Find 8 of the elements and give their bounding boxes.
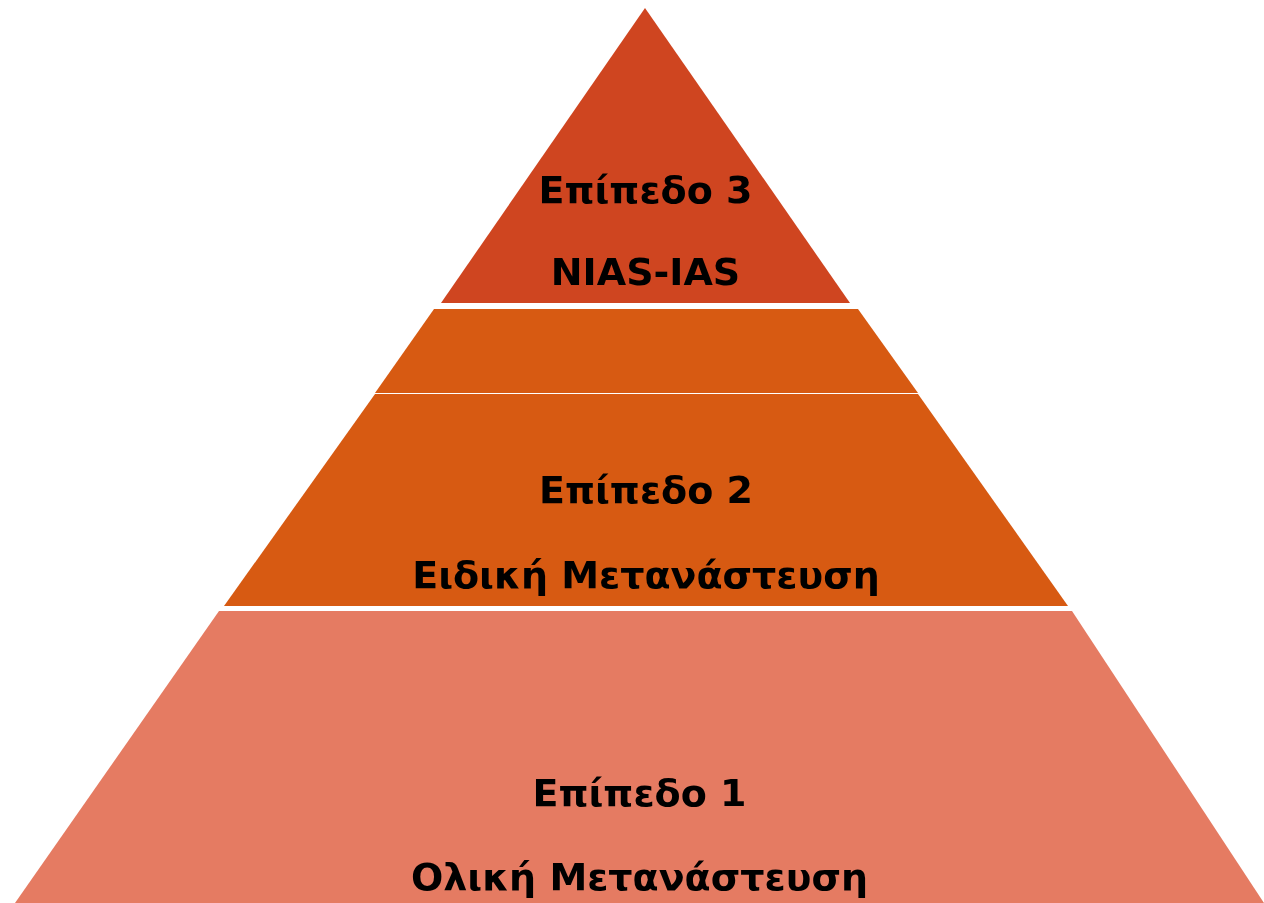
level-number: Επίπεδο 2 [539,467,753,514]
pyramid-level [15,611,1264,903]
level-name: Ολική Μετανάστευση [410,854,869,901]
level-number: Επίπεδο 1 [532,770,747,817]
level-name: Ειδική Μετανάστευση [412,552,880,599]
level-name: NIAS-IAS [550,249,741,296]
level-number: Επίπεδο 3 [538,167,753,214]
pyramid-level [441,8,850,303]
